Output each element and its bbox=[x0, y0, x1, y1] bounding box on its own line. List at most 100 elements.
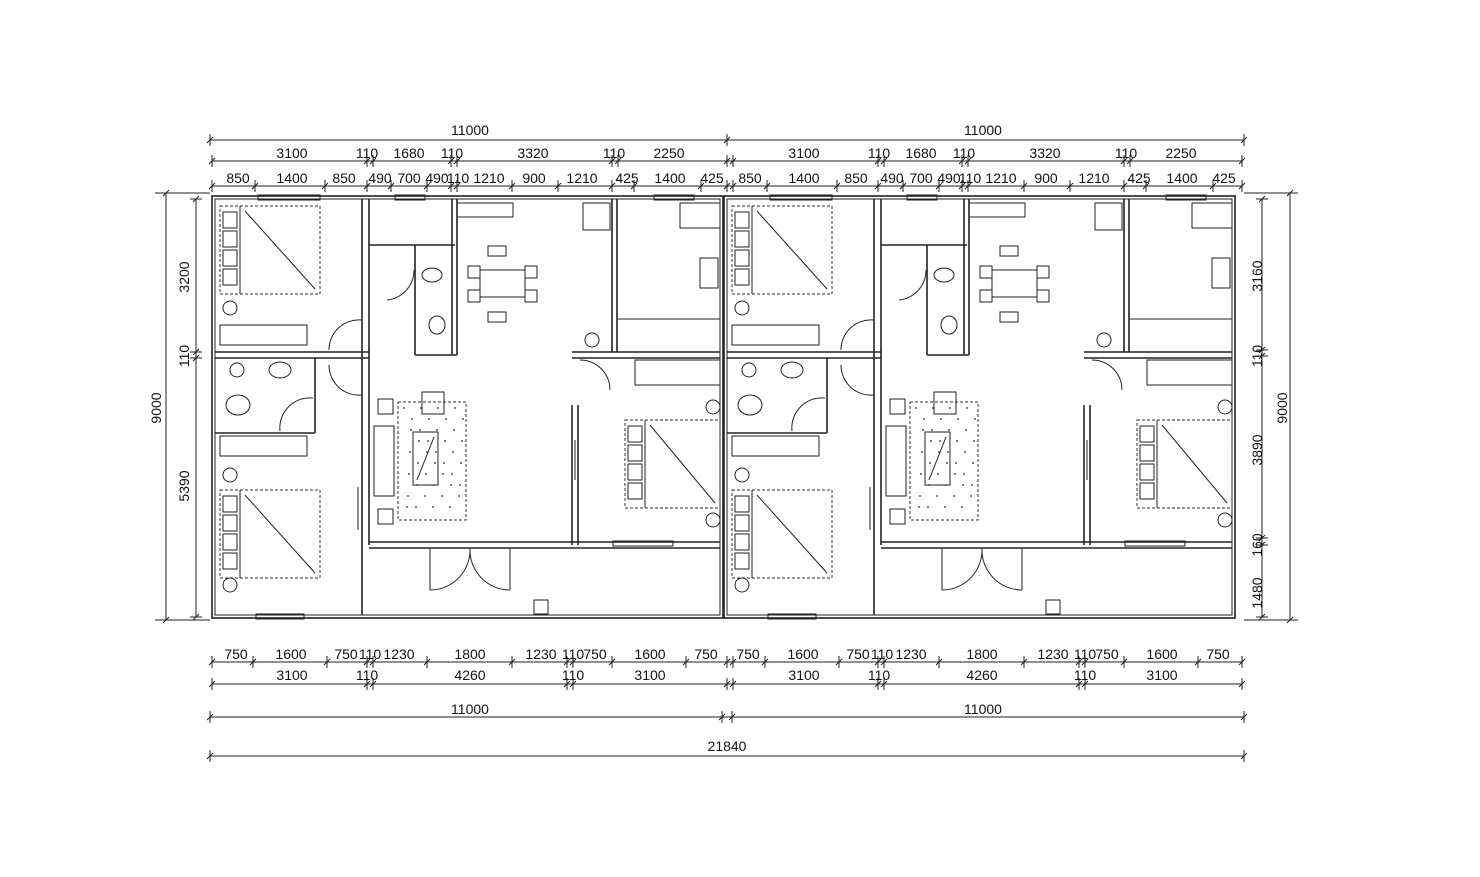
fixture-icon bbox=[705, 512, 721, 528]
rug-dot bbox=[931, 429, 933, 431]
top-row2-left-10: 425 bbox=[615, 170, 639, 186]
top-row2-left-1: 1400 bbox=[276, 170, 307, 186]
bed bbox=[1136, 419, 1233, 509]
top-row1-left-2: 1680 bbox=[393, 145, 424, 161]
right-part-5: 1480 bbox=[1249, 577, 1265, 608]
rug-dot bbox=[957, 418, 959, 420]
top-row1-left-0: 3100 bbox=[276, 145, 307, 161]
rug-dot bbox=[434, 462, 436, 464]
top-row1-right-1: 110 bbox=[868, 145, 891, 161]
rug-dot bbox=[946, 462, 948, 464]
rug-dot bbox=[458, 495, 460, 497]
rug-dot bbox=[441, 495, 443, 497]
washbasin-icon bbox=[940, 315, 958, 335]
rug-dot bbox=[442, 473, 444, 475]
pillow bbox=[222, 230, 238, 248]
bottom-row1-right-3: 110 bbox=[871, 646, 894, 662]
top-total-left: 11000 bbox=[451, 122, 489, 138]
top-row2-right-4: 700 bbox=[909, 170, 933, 186]
bed-sheet bbox=[649, 424, 716, 504]
wardrobe bbox=[219, 435, 308, 457]
top-dimensions: 11000 11000 bbox=[451, 122, 1002, 138]
toilet-icon bbox=[421, 267, 443, 283]
pillow bbox=[222, 514, 238, 532]
rug-dot bbox=[403, 407, 405, 409]
bottom-row1-right-1: 1600 bbox=[787, 646, 818, 662]
right-part-4: 160 bbox=[1249, 533, 1265, 557]
pillow bbox=[222, 249, 238, 267]
top-row1-left-3: 110 bbox=[441, 145, 464, 161]
rug-dot bbox=[954, 473, 956, 475]
bed bbox=[219, 205, 321, 295]
rug-dot bbox=[417, 462, 419, 464]
bottom-row2-left-3: 110 bbox=[562, 667, 585, 683]
rug-dot bbox=[920, 473, 922, 475]
window bbox=[255, 613, 305, 620]
bottom-row1-left-7: 110 bbox=[562, 646, 585, 662]
top-row2-right-2: 850 bbox=[844, 170, 868, 186]
rug-dot bbox=[452, 451, 454, 453]
pillow bbox=[1139, 425, 1155, 443]
bottom-row2-right-3: 110 bbox=[1074, 667, 1097, 683]
pillow bbox=[222, 268, 238, 286]
rug-dot bbox=[973, 440, 975, 442]
side-table bbox=[377, 398, 394, 415]
pillow bbox=[734, 514, 750, 532]
top-row1-left-5: 110 bbox=[603, 145, 626, 161]
rug-dot bbox=[445, 418, 447, 420]
window bbox=[906, 194, 938, 201]
top-row2-right-11: 1400 bbox=[1166, 170, 1197, 186]
pillow bbox=[734, 268, 750, 286]
bottom-row1-left-4: 1230 bbox=[383, 646, 414, 662]
pillow bbox=[627, 482, 643, 500]
rug-dot bbox=[406, 506, 408, 508]
bed-sheet bbox=[244, 494, 316, 574]
door-swing bbox=[328, 319, 363, 351]
rug-dot bbox=[415, 506, 417, 508]
bottom-row1-left-9: 1600 bbox=[634, 646, 665, 662]
dining-chair bbox=[1036, 289, 1050, 303]
pillow bbox=[1139, 463, 1155, 481]
wardrobe bbox=[731, 435, 820, 457]
fixture-icon bbox=[1217, 399, 1233, 415]
bottom-row2-left-2: 4260 bbox=[454, 667, 485, 683]
dining-chair bbox=[524, 289, 538, 303]
rug-dot bbox=[971, 484, 973, 486]
rug-dot bbox=[453, 429, 455, 431]
rug-dot bbox=[966, 407, 968, 409]
rug-dot bbox=[972, 462, 974, 464]
rug-dot bbox=[432, 506, 434, 508]
rug-dot bbox=[963, 473, 965, 475]
toilet-icon bbox=[933, 267, 955, 283]
rug-dot bbox=[443, 462, 445, 464]
window bbox=[767, 613, 817, 620]
bottom-row1-left-8: 750 bbox=[583, 646, 607, 662]
rug-dot bbox=[411, 418, 413, 420]
bottom-row1-left-1: 1600 bbox=[275, 646, 306, 662]
overall-width: 21840 bbox=[708, 738, 747, 754]
top-row2-right-5: 490 bbox=[937, 170, 961, 186]
dining-table bbox=[991, 269, 1038, 298]
left-dimensions: 9000 3200 110 5390 bbox=[148, 261, 192, 501]
top-row2-right-1: 1400 bbox=[788, 170, 819, 186]
dining-chair bbox=[467, 265, 481, 279]
rug-dot bbox=[948, 429, 950, 431]
rug-dot bbox=[970, 495, 972, 497]
bottom-row1-left-2: 750 bbox=[334, 646, 358, 662]
top-row2-right-0: 850 bbox=[738, 170, 762, 186]
top-row1-left-4: 3320 bbox=[517, 145, 548, 161]
top-row1-right-3: 110 bbox=[953, 145, 976, 161]
pillow bbox=[222, 552, 238, 570]
rug-dot bbox=[962, 484, 964, 486]
top-row2-left-8: 900 bbox=[522, 170, 546, 186]
fixture-icon bbox=[229, 362, 245, 378]
window bbox=[1165, 194, 1207, 201]
stove bbox=[1211, 257, 1231, 289]
bottom-row1-left-10: 750 bbox=[694, 646, 718, 662]
rug-dot bbox=[929, 462, 931, 464]
rug-dot bbox=[949, 407, 951, 409]
bottom-total-right: 11000 bbox=[964, 701, 1002, 717]
rug-dot bbox=[460, 462, 462, 464]
bottom-row2-right-4: 3100 bbox=[1146, 667, 1177, 683]
